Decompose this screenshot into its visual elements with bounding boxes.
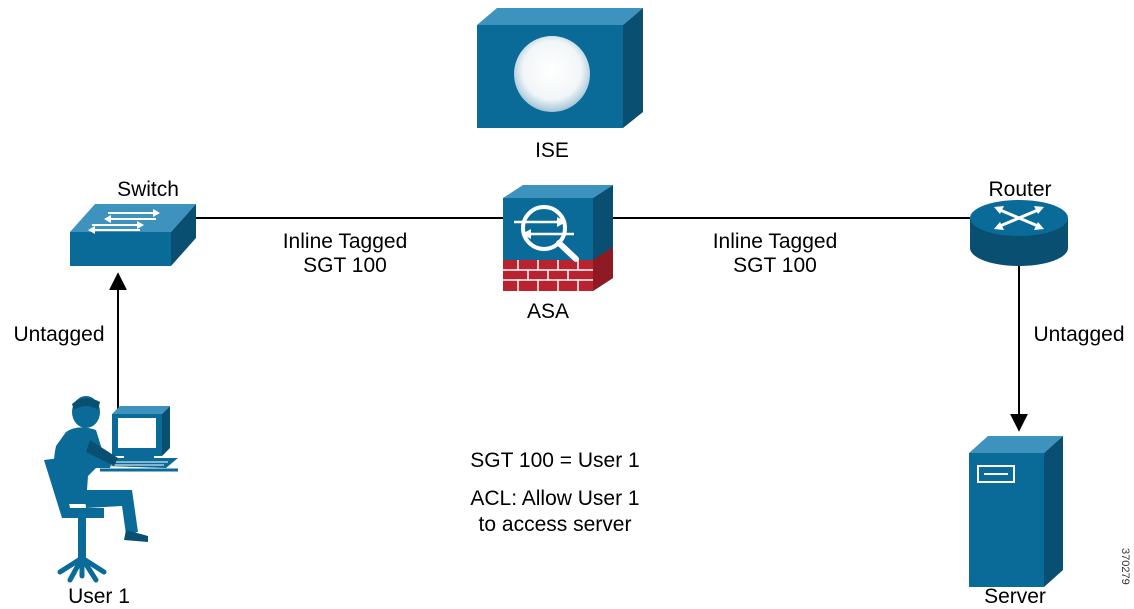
router-icon [970, 200, 1068, 266]
asa-router-link-label-line1: Inline Tagged [712, 230, 838, 253]
user-switch-link-label: Untagged [13, 323, 105, 346]
user-label: User 1 [68, 585, 130, 608]
switch-icon [70, 204, 196, 266]
server-label: Server [984, 585, 1046, 608]
switch-asa-link-label-line2: SGT 100 [303, 254, 387, 277]
asa-router-link-label-line2: SGT 100 [733, 254, 817, 277]
switch-label: Switch [117, 178, 179, 201]
acl-note-line1: ACL: Allow User 1 [470, 487, 640, 510]
figure-id: 370279 [1119, 548, 1131, 585]
asa-label: ASA [526, 300, 570, 323]
sgt-mapping-note: SGT 100 = User 1 [470, 449, 640, 472]
asa-firewall-icon [503, 185, 613, 291]
router-label: Router [988, 178, 1052, 201]
switch-asa-link-label-line1: Inline Tagged [282, 230, 408, 253]
acl-note-line2: to access server [478, 513, 632, 536]
router-server-link-label: Untagged [1033, 323, 1125, 346]
user-workstation-icon [44, 396, 178, 583]
ise-icon [477, 8, 643, 128]
server-icon [969, 436, 1063, 587]
ise-label: ISE [535, 139, 569, 162]
